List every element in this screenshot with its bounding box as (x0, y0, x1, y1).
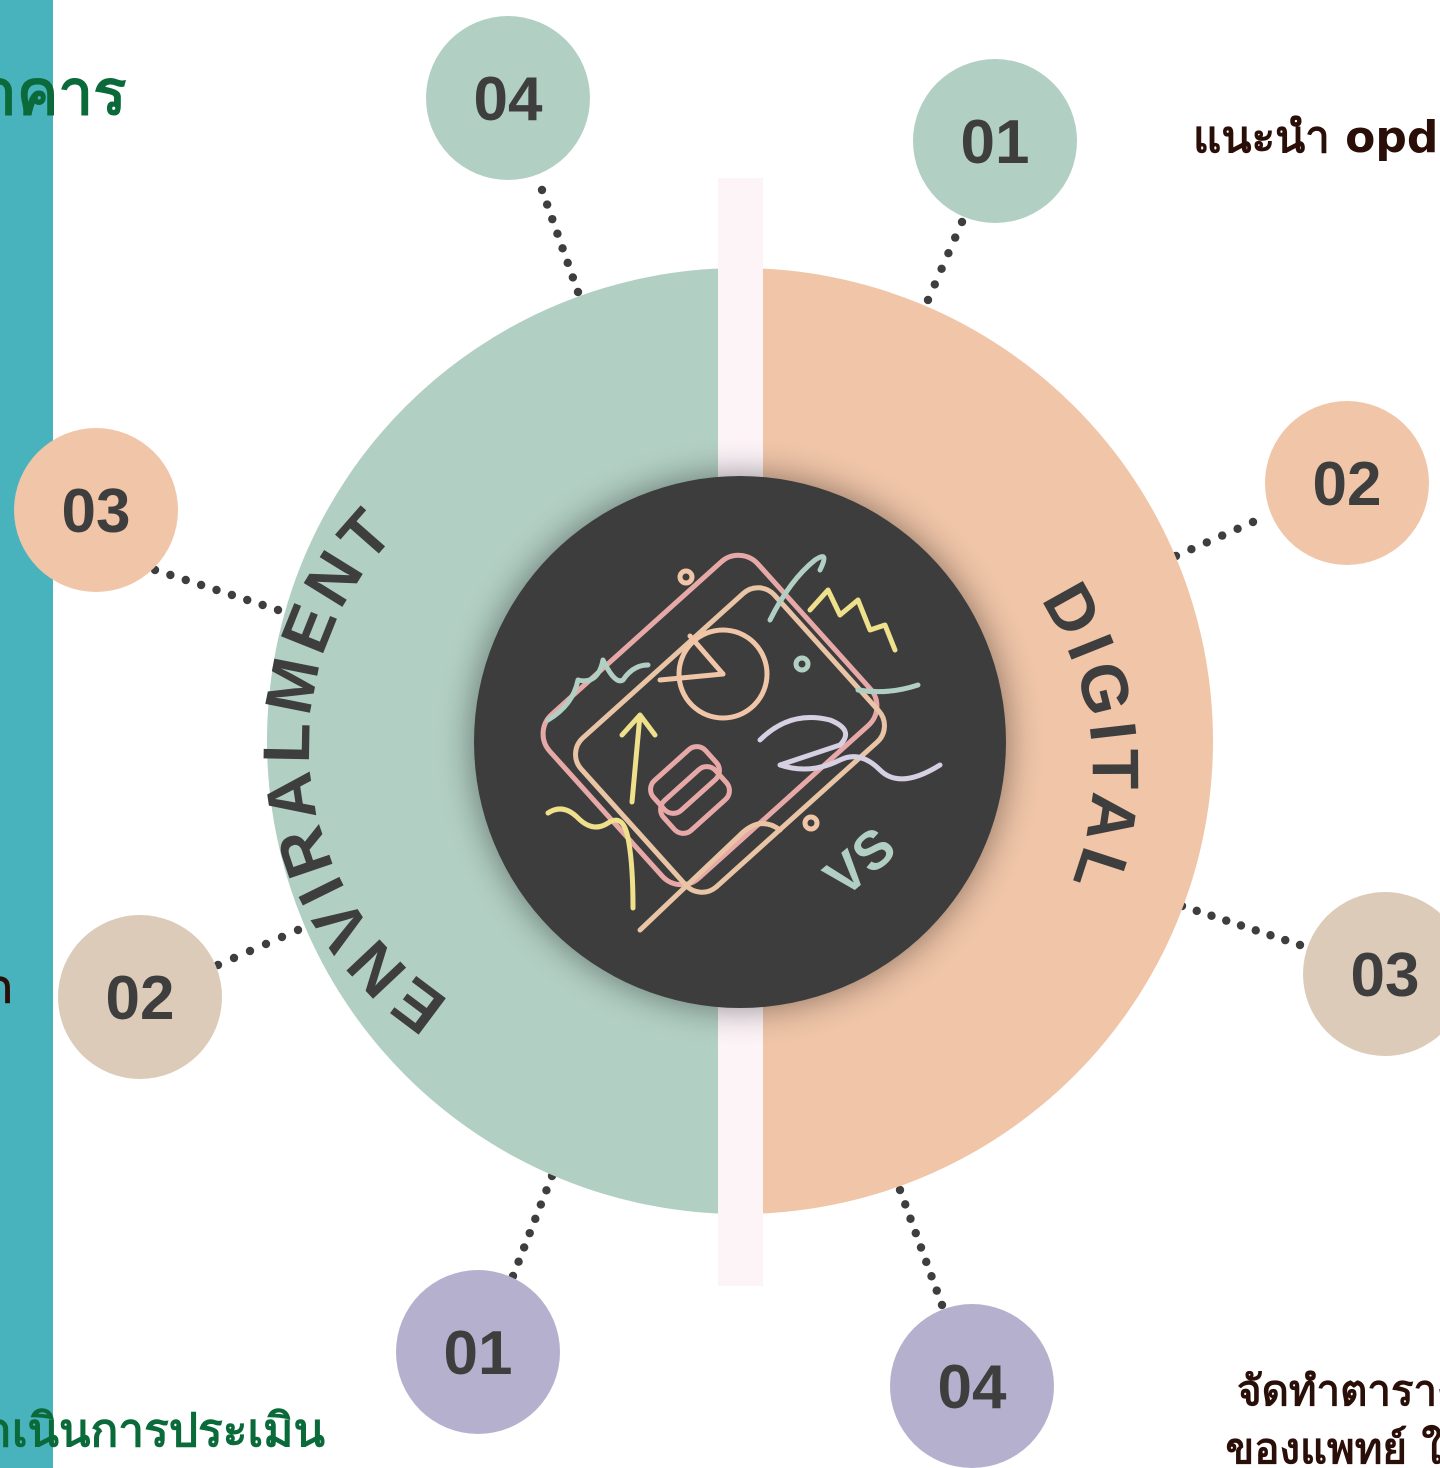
number-node-label: 02 (1313, 450, 1382, 519)
left-clipped-text: ก (0, 960, 13, 1016)
number-node-circle (890, 1304, 1054, 1468)
connector-dot (1218, 531, 1227, 540)
connector-dot (911, 1228, 920, 1238)
connector-dot (181, 575, 190, 585)
business-report-doodle-icon (540, 552, 943, 933)
connector-dot (548, 214, 557, 224)
number-node-left-04: 04 (426, 16, 590, 180)
number-node-circle (426, 16, 590, 180)
number-node-right-04: 04 (890, 1304, 1054, 1468)
number-node-left-01: 01 (396, 1270, 560, 1434)
connector-dot (1207, 911, 1216, 920)
connector-dot (243, 595, 252, 605)
connector-dot (212, 585, 221, 595)
connector-dot (537, 185, 547, 195)
connector-dot (923, 295, 933, 305)
connector-dot (1248, 517, 1258, 527)
connector-dot (558, 244, 567, 253)
number-node-right-02: 02 (1265, 401, 1429, 565)
bottom-left-heading: ำเนินการประเมิน (0, 1403, 325, 1457)
number-node-circle (14, 428, 178, 592)
connector-dot (229, 953, 239, 963)
top-left-heading: าคาร (0, 56, 127, 129)
number-node-label: 01 (444, 1319, 513, 1388)
connector-dot (937, 264, 946, 273)
number-node-circle (913, 59, 1077, 223)
connector-dot (916, 1243, 926, 1252)
connector-dot (1236, 921, 1246, 930)
connector-dot (1295, 940, 1305, 950)
number-node-label: 04 (474, 65, 543, 134)
connector-dot (895, 1185, 905, 1195)
connector-dot (525, 1228, 534, 1238)
number-node-left-03: 03 (14, 428, 178, 592)
connector-dot (937, 1300, 947, 1310)
connector-dot (906, 1214, 915, 1223)
number-node-right-01: 01 (913, 59, 1077, 223)
number-node-left-02: 02 (58, 915, 222, 1079)
connector-dot (261, 939, 271, 949)
connector-dot (245, 946, 255, 956)
connector-dot (927, 1272, 936, 1281)
connector-dot (1233, 524, 1242, 533)
connector-dot (1251, 926, 1260, 935)
connector-dot (542, 1186, 551, 1195)
connector-dot (568, 273, 578, 282)
connector-dot (542, 200, 552, 209)
number-node-circle (396, 1270, 560, 1434)
connector-dot (944, 249, 953, 258)
number-node-label: 02 (106, 964, 175, 1033)
connector-dot (553, 229, 562, 238)
bottom-right-note-line-2: ของแพทย์ ให้ผู้ (1225, 1424, 1440, 1468)
connector-dot (258, 600, 267, 610)
left-accent-bar (0, 0, 53, 1468)
connector-dot (930, 280, 939, 289)
number-node-circle (1303, 892, 1440, 1056)
connector-dot (1281, 935, 1290, 945)
number-node-circle (1265, 401, 1429, 565)
connector-dot (951, 233, 960, 242)
connector-dot (573, 287, 583, 297)
connector-dot (1187, 545, 1196, 554)
connector-dot (1192, 906, 1201, 916)
number-node-group: 01 02 03 04 01 02 03 04 (14, 16, 1440, 1468)
number-node-label: 03 (1351, 941, 1420, 1010)
connector-dot (514, 1257, 523, 1266)
number-node-right-03: 03 (1303, 892, 1440, 1056)
connector-dot (227, 590, 237, 600)
connector-dot (1202, 538, 1212, 547)
top-right-note: แนะนำ opd (1193, 112, 1439, 163)
connector-dot (957, 217, 967, 227)
connector-dot (1266, 931, 1275, 940)
connector-dot (293, 925, 303, 935)
bottom-right-note-line-1: จัดทำตารางก (1236, 1366, 1440, 1415)
connector-dot (563, 258, 572, 268)
bottom-right-note: จัดทำตารางก ของแพทย์ ให้ผู้ (1100, 1362, 1440, 1468)
center-disc (474, 476, 1006, 1008)
number-node-label: 03 (62, 477, 131, 546)
connector-dot (277, 932, 287, 942)
connector-dot (901, 1200, 910, 1209)
connector-dot (922, 1257, 931, 1267)
connector-dot (166, 570, 175, 580)
number-node-label: 01 (961, 108, 1030, 177)
number-node-circle (58, 915, 222, 1079)
connector-dot (1222, 916, 1231, 925)
connector-dot (531, 1214, 540, 1224)
connector-dot (932, 1286, 941, 1295)
connector-dot (273, 605, 283, 615)
connector-group (150, 185, 1305, 1310)
connector-dot (196, 580, 206, 590)
connector-dot (536, 1200, 546, 1209)
connector-dot (519, 1243, 529, 1252)
number-node-label: 04 (938, 1353, 1007, 1422)
